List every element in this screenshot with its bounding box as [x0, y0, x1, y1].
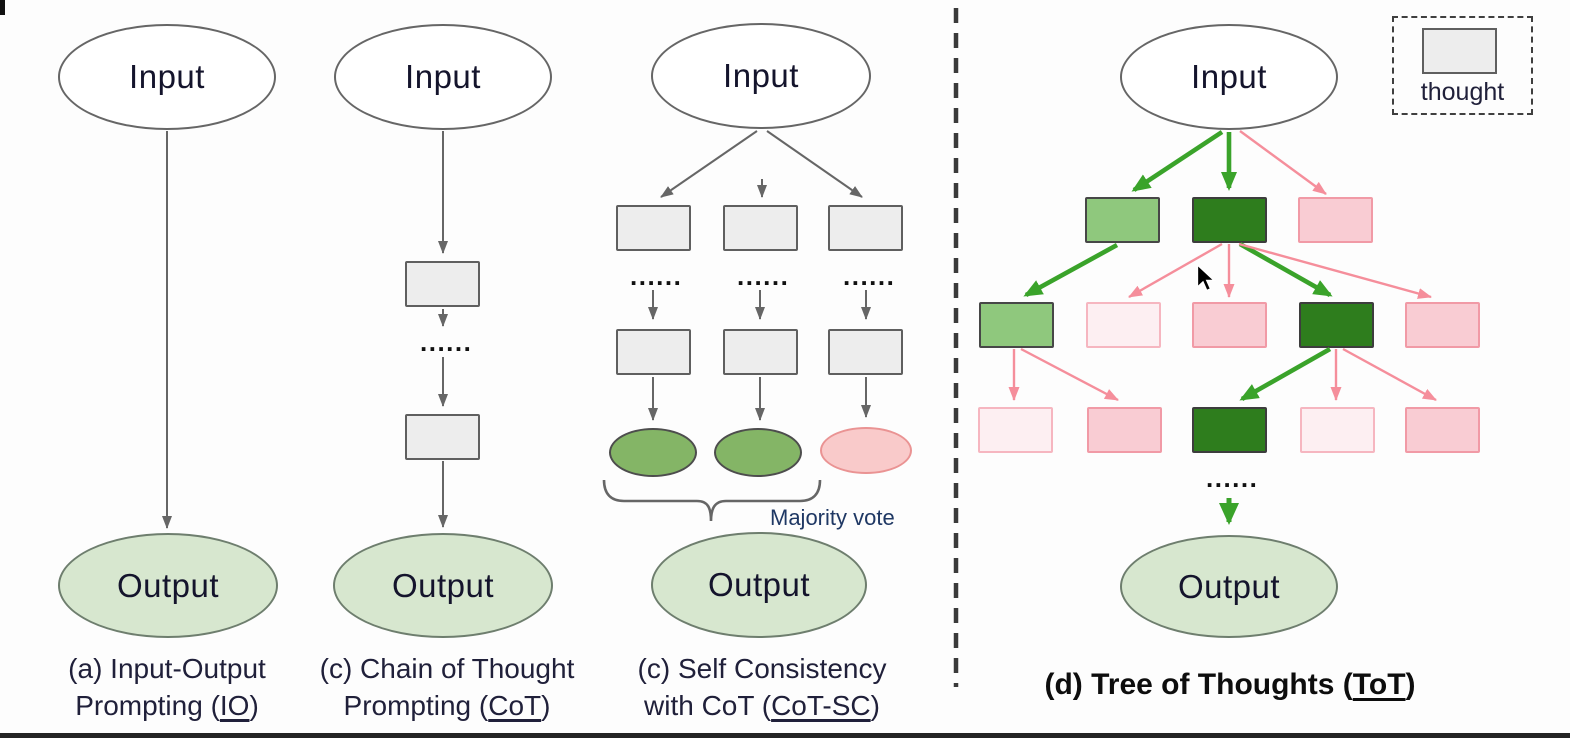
cotsc-vote-ellipse-green-2	[714, 428, 802, 477]
tot-node-l3-pink-2	[1405, 407, 1480, 453]
tot-node-l3-pink-1	[1087, 407, 1162, 453]
tot-output-label: Output	[1177, 567, 1281, 605]
tot-node-l3-pink-pale-1	[978, 407, 1053, 453]
io-caption-line2: Prompting (IO)	[75, 690, 259, 721]
tot-node-l2-green-light	[979, 302, 1054, 348]
cotsc-output-ellipse: Output	[651, 532, 867, 638]
cot-dots: ......	[420, 327, 473, 357]
cotsc-thought-box-r1c1	[616, 205, 691, 251]
cot-caption-line1: (c) Chain of Thought	[319, 653, 575, 684]
cotsc-dots-1: ......	[630, 261, 683, 291]
cotsc-vote-ellipse-pink	[820, 427, 912, 474]
io-caption: (a) Input-Output Prompting (IO)	[20, 650, 314, 724]
cotsc-caption-line1: (c) Self Consistency	[637, 653, 887, 684]
cot-input-ellipse: Input	[334, 24, 552, 130]
cot-input-label: Input	[405, 58, 481, 95]
cotsc-thought-box-r2c1	[616, 329, 691, 375]
tot-node-l2-pink-pale	[1086, 302, 1161, 348]
io-input-ellipse: Input	[58, 24, 276, 130]
tot-node-l2-green-dark	[1299, 302, 1374, 348]
io-input-label: Input	[129, 58, 205, 95]
cotsc-vote-ellipse-green-1	[609, 428, 697, 477]
cotsc-input-ellipse: Input	[651, 23, 871, 129]
tot-node-l3-pink-pale-2	[1300, 407, 1375, 453]
cotsc-caption: (c) Self Consistency with CoT (CoT-SC)	[615, 650, 909, 724]
io-caption-line1: (a) Input-Output	[68, 653, 266, 684]
cot-caption: (c) Chain of Thought Prompting (CoT)	[300, 650, 594, 724]
screen-edge-artifact-bottom	[0, 733, 1570, 738]
cotsc-dots-3: ......	[843, 261, 896, 291]
cotsc-output-label: Output	[707, 566, 811, 603]
screen-edge-artifact-top	[0, 0, 5, 15]
tot-dots: ......	[1206, 463, 1259, 493]
thought-legend-label: thought	[1420, 78, 1505, 106]
thought-legend: thought	[1392, 16, 1533, 115]
cotsc-input-label: Input	[723, 57, 799, 94]
tot-node-l2-pink-2	[1405, 302, 1480, 348]
cotsc-thought-box-r2c2	[723, 329, 798, 375]
mouse-cursor-icon	[1196, 264, 1216, 292]
tot-node-l1-green-dark	[1192, 197, 1267, 243]
io-output-label: Output	[116, 566, 220, 604]
cot-thought-box-2	[405, 414, 480, 460]
thought-legend-box	[1422, 28, 1497, 74]
cotsc-dots-2: ......	[737, 261, 790, 291]
cotsc-thought-box-r1c3	[828, 205, 903, 251]
tot-output-ellipse: Output	[1120, 535, 1338, 638]
cotsc-caption-line2: with CoT (CoT-SC)	[644, 690, 880, 721]
tot-node-l2-pink-1	[1192, 302, 1267, 348]
tot-node-l1-green-light	[1085, 197, 1160, 243]
cot-caption-line2: Prompting (CoT)	[343, 690, 551, 721]
cot-output-ellipse: Output	[333, 533, 553, 638]
tot-node-l3-green-dark	[1192, 407, 1267, 453]
cotsc-thought-box-r1c2	[723, 205, 798, 251]
tot-input-label: Input	[1191, 58, 1267, 95]
cot-thought-box-1	[405, 261, 480, 307]
tot-caption: (d) Tree of Thoughts (ToT)	[1044, 668, 1416, 701]
majority-vote-label: Majority vote	[770, 505, 895, 530]
io-output-ellipse: Output	[58, 533, 278, 638]
tot-node-l1-pink	[1298, 197, 1373, 243]
cot-output-label: Output	[391, 566, 495, 604]
tot-input-ellipse: Input	[1120, 24, 1338, 130]
cotsc-thought-box-r2c3	[828, 329, 903, 375]
